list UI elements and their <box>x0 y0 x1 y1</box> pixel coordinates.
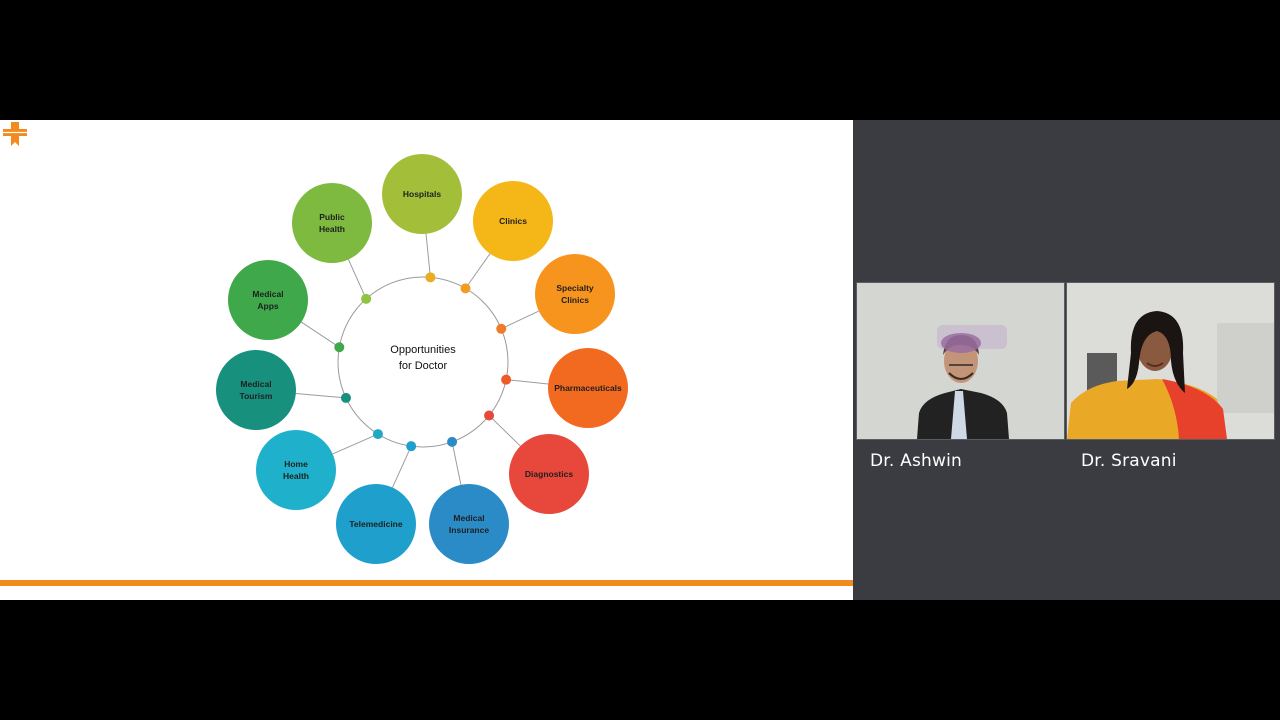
connector-dot <box>334 342 345 353</box>
connector-line <box>425 233 431 278</box>
bubble-label: Insurance <box>449 525 489 535</box>
bubble-label: Public <box>319 212 345 222</box>
bubble-label: Specialty <box>556 283 594 293</box>
bubble-label: Apps <box>257 301 279 311</box>
center-title-line1: Opportunities <box>390 344 456 356</box>
center-ring <box>337 276 509 448</box>
slide-accent-line <box>0 580 853 586</box>
bubble-home-health <box>256 430 336 510</box>
connector-line <box>465 253 491 289</box>
participant-name-ashwin: Dr. Ashwin <box>870 451 962 471</box>
bubble-label: Clinics <box>561 295 589 305</box>
participant-video-ashwin <box>857 283 1064 439</box>
participants-panel: Dr. Ashwin Dr. Sravani <box>853 120 1280 600</box>
connector-dot <box>460 283 471 294</box>
connector-dot <box>484 410 495 421</box>
connector-line <box>301 321 340 348</box>
bubble-medical-apps <box>228 260 308 340</box>
participant-video-sravani <box>1067 283 1274 439</box>
video-tile-ashwin[interactable] <box>856 282 1065 440</box>
bubbles: HospitalsClinicsSpecialtyClinicsPharmace… <box>216 154 628 564</box>
bubble-label: Home <box>284 459 308 469</box>
bubble-diagnostics <box>509 434 589 514</box>
connector-line <box>295 393 347 399</box>
participant-name-sravani: Dr. Sravani <box>1081 451 1177 471</box>
medical-cross-logo-icon <box>3 122 27 146</box>
connector-line <box>501 310 540 330</box>
connector-line <box>332 433 379 455</box>
connector-dot <box>340 392 351 403</box>
connectors <box>295 233 549 488</box>
bubble-label: Tourism <box>240 391 273 401</box>
connector-dot <box>447 436 458 447</box>
bubble-label: Hospitals <box>403 189 442 199</box>
connector-line <box>392 445 412 488</box>
bubble-medical-insurance <box>429 484 509 564</box>
bubble-public-health <box>292 183 372 263</box>
connector-dot <box>406 441 417 452</box>
connector-dot <box>425 272 436 283</box>
connector-dot <box>496 323 507 334</box>
bubble-pharmaceuticals <box>548 348 628 428</box>
bubble-telemedicine <box>336 484 416 564</box>
connector-line <box>451 441 462 485</box>
center-title-line2: for Doctor <box>399 360 448 372</box>
bubble-label: Diagnostics <box>525 469 573 479</box>
bubble-label: Telemedicine <box>349 519 402 529</box>
bubble-hospitals <box>382 154 462 234</box>
connector-dot <box>372 429 383 440</box>
bubble-label: Health <box>319 224 345 234</box>
bubble-specialty-clinics <box>535 254 615 334</box>
bubble-medical-tourism <box>216 350 296 430</box>
bubble-label: Medical <box>453 513 484 523</box>
bubble-label: Medical <box>252 289 283 299</box>
bubble-label: Medical <box>240 379 271 389</box>
connector-line <box>488 415 521 447</box>
bubble-clinics <box>473 181 553 261</box>
bubble-label: Pharmaceuticals <box>554 383 622 393</box>
bubble-label: Health <box>283 471 309 481</box>
connector-dot <box>501 374 512 385</box>
video-tile-sravani[interactable] <box>1066 282 1275 440</box>
connector-line <box>506 379 549 385</box>
connector-line <box>347 259 367 300</box>
connector-dot <box>361 293 372 304</box>
bubble-label: Clinics <box>499 216 527 226</box>
opportunities-diagram: Opportunities for Doctor HospitalsClinic… <box>216 154 628 564</box>
